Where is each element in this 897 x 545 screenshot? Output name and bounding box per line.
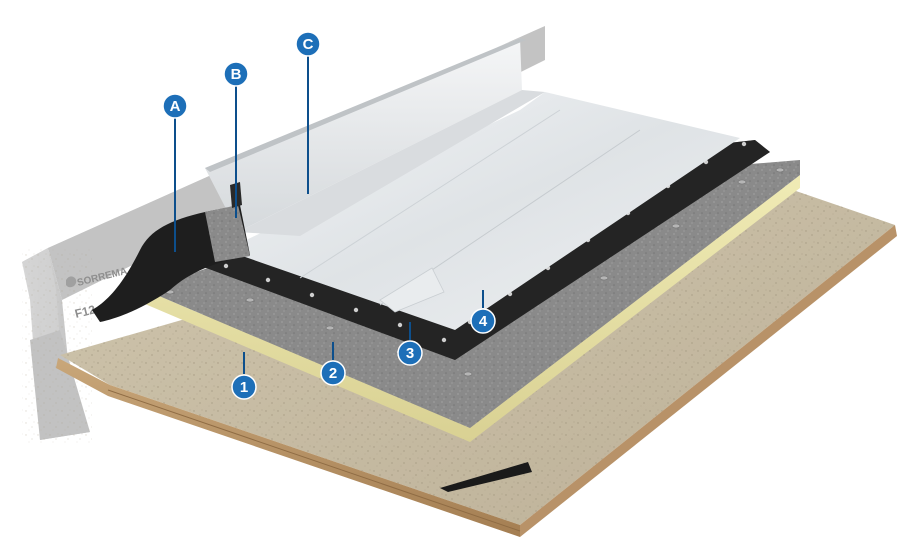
callout-C: C xyxy=(295,31,321,194)
callout-4: 4 xyxy=(470,290,496,334)
deck-wedge xyxy=(440,462,532,492)
wall-brand-logo xyxy=(66,276,77,288)
membrane-seam-overlap xyxy=(379,267,445,313)
callout-A: A xyxy=(162,93,188,252)
white-membrane-layer xyxy=(225,92,740,330)
deck-side-edge xyxy=(520,225,897,537)
callout-badge-1 xyxy=(231,374,257,400)
callout-badge-4 xyxy=(470,308,496,334)
grey-felt-strip xyxy=(205,205,250,262)
callout-label-2: 2 xyxy=(329,365,337,382)
callout-label-1: 1 xyxy=(240,379,248,396)
callout-label-3: 3 xyxy=(406,345,414,362)
callout-badge-B xyxy=(223,61,249,87)
callout-badge-2 xyxy=(320,360,346,386)
wall-upstand xyxy=(92,38,545,322)
callout-badge-A xyxy=(162,93,188,119)
white-upstand-sheet xyxy=(205,38,522,232)
callout-2: 2 xyxy=(320,342,346,386)
callout-label-B: B xyxy=(231,66,242,83)
callout-3: 3 xyxy=(397,322,423,366)
deck-front-edge xyxy=(56,358,520,537)
white-membrane-surface xyxy=(225,92,740,330)
callout-label-4: 4 xyxy=(479,313,488,330)
callout-badge-3 xyxy=(397,340,423,366)
callout-B: B xyxy=(223,61,249,218)
white-upstand-top-lip xyxy=(205,38,526,172)
upstand-grey-strip xyxy=(238,90,545,236)
callout-label-A: A xyxy=(170,98,181,115)
callout-badge-C xyxy=(295,31,321,57)
callout-1: 1 xyxy=(231,352,257,400)
wall-code-text: F12 xyxy=(73,302,97,321)
callout-label-C: C xyxy=(303,36,314,53)
